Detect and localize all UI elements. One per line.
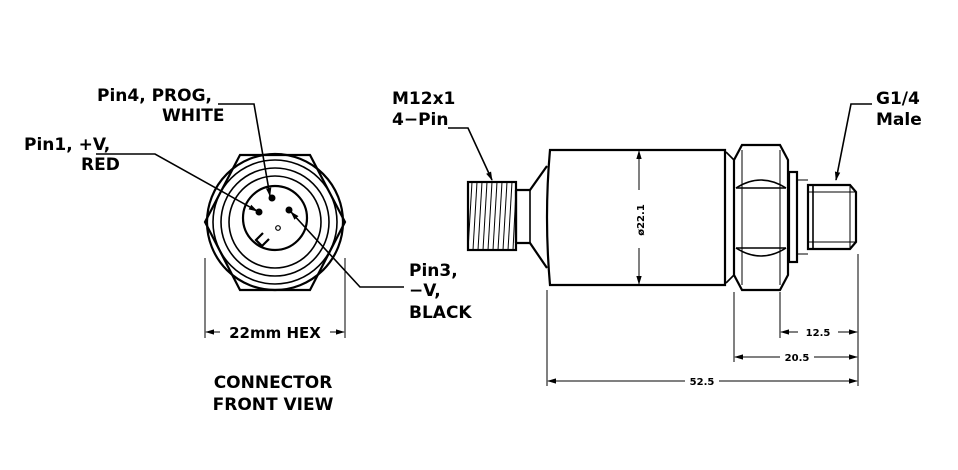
pin4-label-line1: Pin4, PROG, (97, 86, 212, 106)
dim-thread-length: 12.5 (806, 328, 831, 339)
sensor-body (545, 148, 735, 287)
ring-3 (220, 167, 330, 277)
g14-male-thread (806, 183, 858, 251)
connector-label-line1: M12x1 (392, 89, 455, 109)
dim-hex-to-end: 20.5 (785, 353, 810, 364)
connector-label-line2: 4−Pin (392, 110, 448, 130)
caption-line1: CONNECTOR (214, 373, 333, 393)
caption-line2: FRONT VIEW (213, 395, 334, 415)
hex-dimension-label: 22mm HEX (229, 324, 321, 342)
thread-label-line1: G1/4 (876, 89, 920, 109)
pin1-label-line2: RED (81, 155, 120, 175)
pin1-label-line1: Pin1, +V, (24, 135, 110, 155)
ring-2 (212, 159, 338, 285)
outer-ring (205, 152, 345, 292)
pin3-label-line3: BLACK (409, 303, 472, 323)
m12-leader (448, 127, 493, 181)
pin4-leader (218, 103, 272, 197)
dim-overall-length: 52.5 (690, 377, 715, 388)
pin-1 (255, 208, 263, 216)
thread-label-line2: Male (876, 110, 922, 130)
hex-outline (203, 153, 347, 292)
m12-connector-thread (466, 165, 548, 269)
g14-leader (834, 103, 872, 181)
connector-front-view: Pin4, PROG, WHITE Pin1, +V, RED Pin3, −V… (24, 86, 472, 415)
diameter-label: ø22.1 (636, 204, 647, 236)
sensor-side-view: ø22.1 M12x1 4−Pin G1/4 Male (392, 89, 922, 388)
pin3-label-line2: −V, (409, 281, 441, 301)
collar (787, 170, 799, 264)
socket-ring (241, 184, 309, 252)
ring-4 (228, 175, 322, 269)
pin3-leader (290, 211, 404, 288)
pin-2 (275, 225, 281, 231)
hex-nut (732, 143, 790, 292)
pin3-label-line1: Pin3, (409, 261, 458, 281)
key-notch (254, 232, 270, 248)
pin1-leader (96, 153, 258, 212)
pin4-label-line2: WHITE (162, 106, 225, 126)
